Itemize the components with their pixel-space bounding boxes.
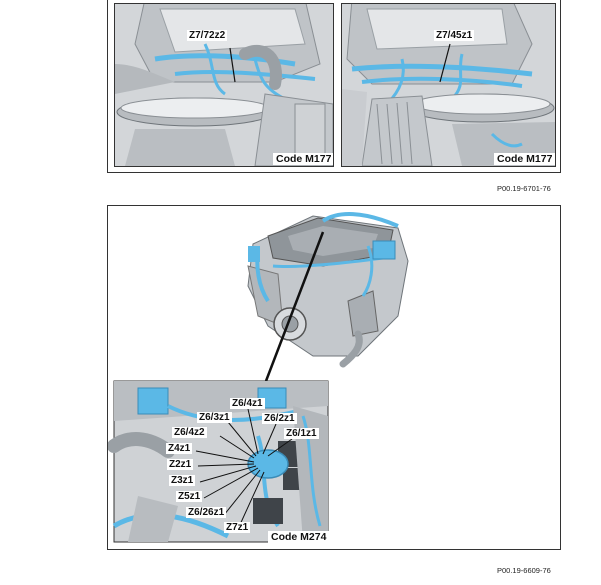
left-engine-panel: Z7/72z2 Code M177 bbox=[114, 3, 334, 167]
right-engine-panel: Z7/45z1 Code M177 bbox=[341, 3, 556, 167]
label-z2z1: Z2z1 bbox=[167, 459, 194, 470]
label-z5z1: Z5z1 bbox=[176, 491, 203, 502]
label-z6-4z1: Z6/4z1 bbox=[230, 398, 265, 409]
reference-top: P00.19-6701-76 bbox=[497, 184, 551, 193]
label-z7-72z2: Z7/72z2 bbox=[187, 30, 228, 41]
label-z7z1: Z7z1 bbox=[224, 522, 251, 533]
reference-bottom: P00.19-6609-76 bbox=[497, 566, 551, 575]
label-z6-1z1: Z6/1z1 bbox=[284, 428, 319, 439]
figure-bottom: Z6/4z1 Z6/3z1 Z6/2z1 Z6/4z2 Z6/1z1 Z4z1 … bbox=[107, 205, 561, 550]
label-z6-2z1: Z6/2z1 bbox=[262, 413, 297, 424]
label-z4z1: Z4z1 bbox=[166, 443, 193, 454]
label-z6-3z1: Z6/3z1 bbox=[197, 412, 232, 423]
label-z3z1: Z3z1 bbox=[169, 475, 196, 486]
label-z6-4z2: Z6/4z2 bbox=[172, 427, 207, 438]
label-z6-26z1: Z6/26z1 bbox=[186, 507, 227, 518]
code-tag-bottom: Code M274 bbox=[268, 531, 330, 543]
right-engine-drawing bbox=[342, 4, 555, 166]
figure-top: Z7/72z2 Code M177 Z7/45z1 Code M177 bbox=[107, 0, 561, 173]
left-engine-drawing bbox=[115, 4, 333, 166]
label-z7-45z1: Z7/45z1 bbox=[434, 30, 475, 41]
code-tag-left: Code M177 bbox=[273, 153, 333, 165]
code-tag-right: Code M177 bbox=[494, 153, 555, 165]
